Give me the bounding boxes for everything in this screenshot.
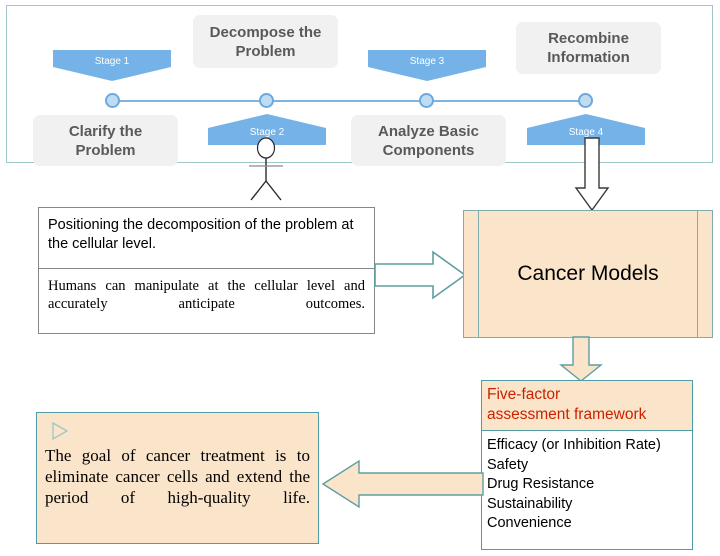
label-analyze-line1: Analyze Basic (378, 122, 479, 140)
framework-heading-line1: Five-factor (487, 386, 561, 403)
goal-box: The goal of cancer treatment is to elimi… (36, 412, 319, 544)
framework-item-efficacy: Efficacy (or Inhibition Rate) (487, 437, 661, 453)
note-top-text: Positioning the decomposition of the pro… (39, 208, 374, 269)
label-decompose-the-problem: Decompose the Problem (193, 15, 338, 68)
framework-item-list: Efficacy (or Inhibition Rate) Safety Dru… (482, 431, 692, 534)
framework-heading-line2: assessment framework (487, 406, 647, 423)
timeline-node-2[interactable] (259, 93, 274, 108)
timeline-node-4[interactable] (578, 93, 593, 108)
cancer-models-box: Cancer Models (463, 210, 713, 338)
five-factor-framework-box: Five-factor assessment framework Efficac… (481, 380, 693, 550)
framework-item-drug-resistance: Drug Resistance (487, 476, 595, 492)
label-clarify-the-problem: Clarify the Problem (33, 115, 178, 166)
actor-stick-figure (244, 137, 288, 204)
label-decompose-line2: Problem (235, 42, 296, 60)
note-bottom-text: Humans can manipulate at the cellular le… (48, 278, 365, 312)
framework-item-convenience: Convenience (487, 515, 572, 531)
framework-item-sustainability: Sustainability (487, 495, 573, 512)
timeline-axis (111, 100, 593, 102)
label-clarify-line2: Problem (75, 141, 136, 159)
stage-tag-1[interactable]: Stage 1 (53, 50, 171, 81)
label-recombine-line2: Information (547, 49, 630, 66)
process-left-bar (478, 211, 479, 337)
label-analyze-basic-components: Analyze Basic Components (351, 115, 506, 166)
label-decompose-line1: Decompose the (209, 23, 322, 41)
timeline-panel: Stage 1 Stage 2 Stage 3 Stage 4 Decompos… (6, 5, 713, 166)
timeline-node-3[interactable] (419, 93, 434, 108)
timeline-node-1[interactable] (105, 93, 120, 108)
cancer-models-label: Cancer Models (517, 262, 659, 285)
note-box: Positioning the decomposition of the pro… (38, 207, 375, 334)
label-clarify-line1: Clarify the (68, 122, 143, 140)
stage-tag-3[interactable]: Stage 3 (368, 50, 486, 81)
label-recombine-information: Recombine Information (516, 22, 661, 74)
play-triangle-icon (51, 421, 69, 441)
arrow-framework-to-goal (321, 457, 485, 513)
framework-item-safety: Safety (487, 456, 529, 473)
arrow-cancer-models-to-framework (557, 336, 605, 383)
label-recombine-line1: Recombine (548, 30, 629, 47)
goal-text: The goal of cancer treatment is to elimi… (45, 446, 310, 507)
framework-heading: Five-factor assessment framework (482, 381, 692, 431)
arrow-note-to-cancer-models (374, 250, 467, 300)
arrow-stage4-to-cancer-models (574, 137, 610, 212)
process-right-bar (697, 211, 698, 337)
label-analyze-line2: Components (382, 141, 475, 159)
